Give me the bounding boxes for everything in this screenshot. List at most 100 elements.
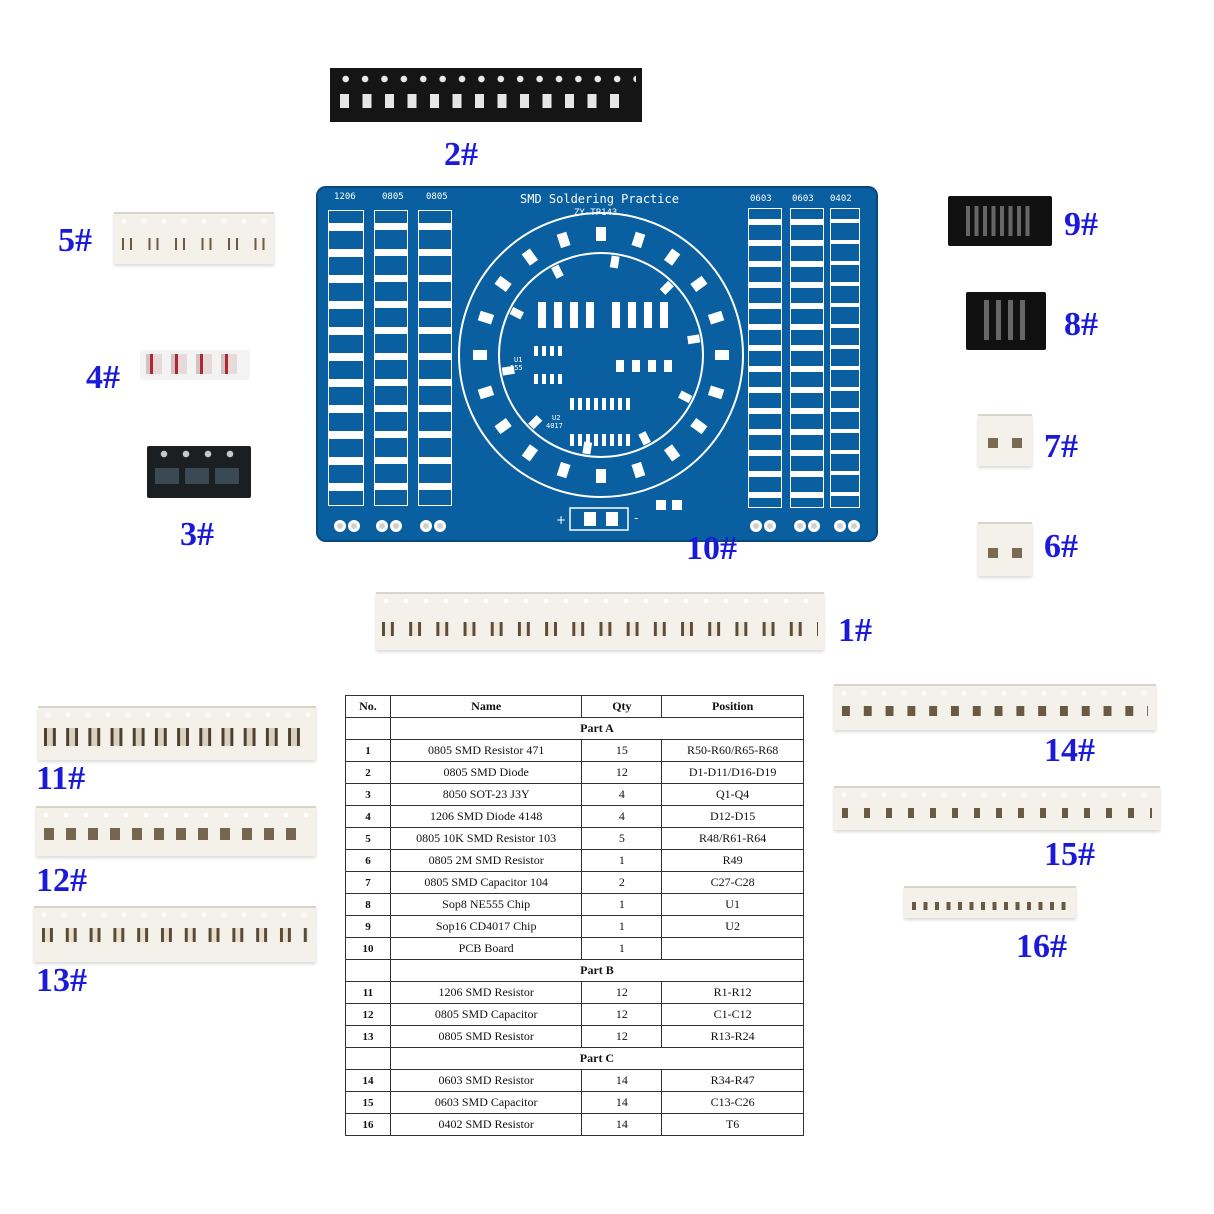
row-position: R49 [661, 849, 804, 872]
label-2: 2# [444, 136, 478, 173]
row-name: 0805 2M SMD Resistor [389, 849, 583, 872]
row-position: U1 [661, 893, 804, 916]
row-name: 0402 SMD Resistor [389, 1113, 583, 1136]
pcb-col-0603a: 0603 [750, 194, 772, 204]
row-position [661, 937, 804, 960]
row-name: Sop16 CD4017 Chip [389, 915, 583, 938]
row-no: 5 [345, 827, 391, 850]
row-no: 3 [345, 783, 391, 806]
tape-1-holes [376, 598, 824, 604]
part-a-label: Part A [389, 717, 805, 740]
row-name: 0805 SMD Capacitor 104 [389, 871, 583, 894]
tape-14-resistor [834, 684, 1156, 730]
pcb-inner-ring [498, 252, 704, 458]
header-qty: Qty [581, 695, 663, 718]
row-qty: 12 [581, 1003, 663, 1026]
pcb-col-0805a: 0805 [382, 192, 404, 202]
row-position: R34-R47 [661, 1069, 804, 1092]
row-qty: 14 [581, 1091, 663, 1114]
row-qty: 14 [581, 1113, 663, 1136]
row-no: 11 [345, 981, 391, 1004]
label-10: 10# [686, 530, 737, 567]
tape-12-parts [44, 828, 308, 840]
row-name: 0805 SMD Resistor [389, 1025, 583, 1048]
row-position: R13-R24 [661, 1025, 804, 1048]
tape-15-holes [834, 792, 1160, 798]
row-qty: 4 [581, 783, 663, 806]
diodes-4 [140, 350, 250, 380]
pcb-u2-part: 4017 [546, 422, 563, 430]
header-position: Position [661, 695, 804, 718]
label-11: 11# [36, 760, 86, 797]
row-qty: 5 [581, 827, 663, 850]
row-position: R1-R12 [661, 981, 804, 1004]
tape-5-parts [122, 238, 266, 250]
tape-13-resistor [34, 906, 316, 962]
tape-2-sot23 [330, 68, 642, 122]
tape-3-sot23 [147, 446, 251, 498]
row-qty: 1 [581, 849, 663, 872]
pcb-col-1206: 1206 [334, 192, 356, 202]
tape-16-parts [912, 902, 1068, 910]
label-12: 12# [36, 862, 87, 899]
row-no: 4 [345, 805, 391, 828]
label-13: 13# [36, 962, 87, 999]
tape-2-parts [340, 94, 632, 108]
label-16: 16# [1016, 928, 1067, 965]
pcb-hole [750, 520, 762, 532]
header-name: Name [389, 695, 583, 718]
pcb-u2-label: U2 [552, 414, 561, 422]
label-14: 14# [1044, 732, 1095, 769]
tape-3-parts [155, 468, 243, 484]
tape-5-holes [114, 218, 274, 224]
pcb-hole [434, 520, 446, 532]
row-name: 0805 10K SMD Resistor 103 [389, 827, 583, 850]
pcb-hole [390, 520, 402, 532]
pcb-led-ring [458, 212, 744, 498]
pcb-pads-col-0402 [830, 208, 860, 508]
part-c-label: Part C [389, 1047, 805, 1070]
svg-text:+: + [556, 513, 566, 527]
row-no: 7 [345, 871, 391, 894]
row-qty: 14 [581, 1069, 663, 1092]
pcb-board: SMD Soldering Practice ZY-TP143 1206 080… [316, 186, 878, 542]
chip-8-ne555 [966, 292, 1046, 350]
row-name: 0805 SMD Diode [389, 761, 583, 784]
row-no: 14 [345, 1069, 391, 1092]
label-7: 7# [1044, 428, 1078, 465]
row-no: 2 [345, 761, 391, 784]
pcb-hole [848, 520, 860, 532]
pcb-title: SMD Soldering Practice [520, 192, 679, 206]
pcb-pads-col-0805a [374, 210, 408, 506]
svg-text:-: - [634, 511, 638, 525]
row-no: 15 [345, 1091, 391, 1114]
row-qty: 15 [581, 739, 663, 762]
label-4: 4# [86, 359, 120, 396]
tape-2-holes [336, 75, 636, 83]
pcb-u1-part: 555 [510, 364, 523, 372]
tape-11-parts [44, 728, 310, 746]
row-position: D1-D11/D16-D19 [661, 761, 804, 784]
pcb-hole [808, 520, 820, 532]
row-name: 0805 SMD Resistor 471 [389, 739, 583, 762]
row-no: 13 [345, 1025, 391, 1048]
pcb-col-0805b: 0805 [426, 192, 448, 202]
row-qty: 2 [581, 871, 663, 894]
tape-15-parts [842, 808, 1152, 818]
pcb-pads-col-0603b [790, 208, 824, 508]
label-1: 1# [838, 612, 872, 649]
row-no: 9 [345, 915, 391, 938]
tape-13-holes [34, 912, 316, 918]
tape-11-resistor [38, 706, 316, 760]
row-no: 16 [345, 1113, 391, 1136]
row-qty: 12 [581, 1025, 663, 1048]
label-6: 6# [1044, 528, 1078, 565]
pcb-hole [420, 520, 432, 532]
